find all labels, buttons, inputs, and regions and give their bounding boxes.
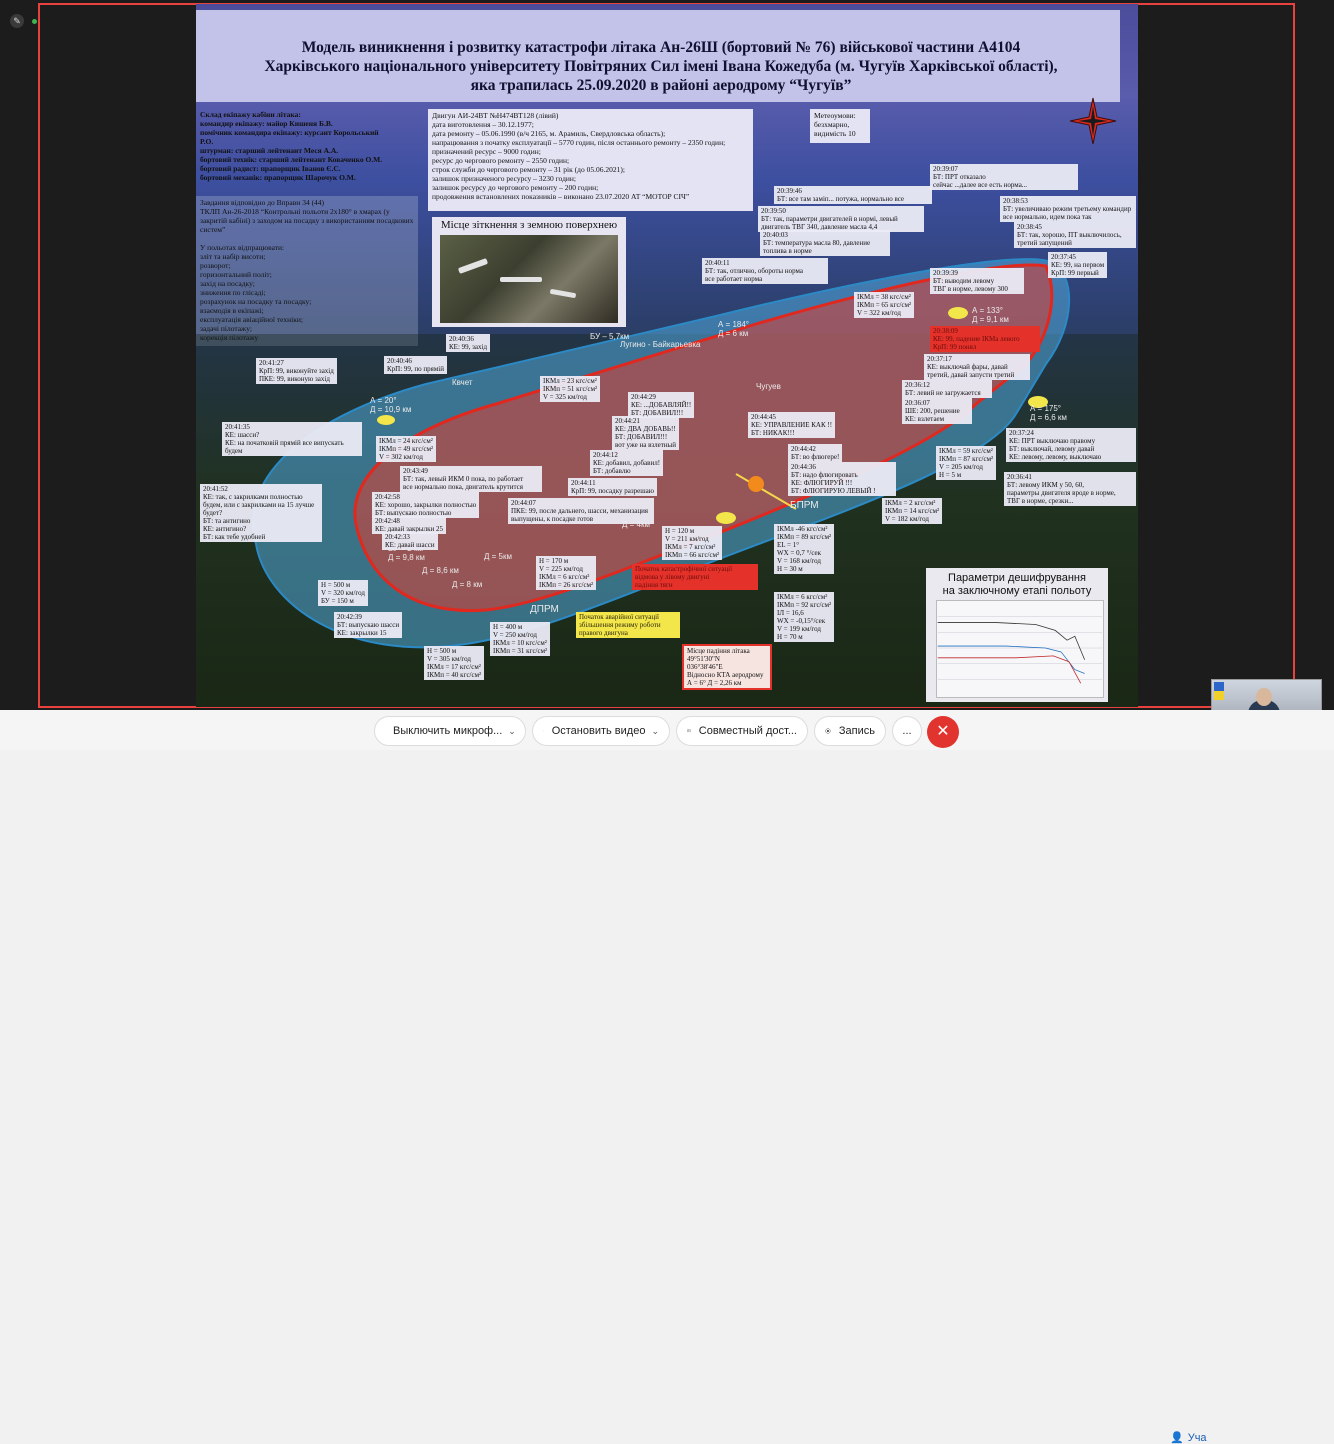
cvr-annotation: 20:42:33 КЕ: давай шасси [382, 532, 438, 550]
map-label-a175: А = 175° Д = 6,6 км [1030, 404, 1067, 422]
cvr-annotation: 20:43:49 БТ: так, левый ИКМ 0 пока, по р… [400, 466, 542, 492]
map-label-chuhuiv: Чугуев [756, 382, 781, 391]
cvr-annotation: 20:42:58 КЕ: хорошо, закрылки полностью … [372, 492, 479, 518]
flight-params: ІКМл -46 кгс/см² ІКМп = 89 кгс/см² EL = … [774, 524, 834, 574]
flight-params: ІКМл = 38 кгс/см² ІКМп = 65 кгс/см² V = … [854, 292, 914, 318]
flight-params: Н = 120 м V = 211 км/год ІКМл = 7 кгс/см… [662, 526, 722, 560]
participants-label: Уча [1188, 1432, 1207, 1444]
chevron-down-icon[interactable]: ⌄ [508, 726, 516, 737]
cvr-annotation: 20:44:42 БТ: во флюгере! [788, 444, 842, 462]
close-icon: ✕ [936, 723, 949, 740]
cvr-annotation: 20:44:12 КЕ: добавил, добавил! БТ: добав… [590, 450, 663, 476]
cvr-annotation: 20:38:45 БТ: так, хорошо, ПТ выключилось… [1014, 222, 1136, 248]
cvr-annotation: 20:40:03 БТ: температура масла 80, давле… [760, 230, 890, 256]
cvr-annotation: 20:39:07 БТ: ПРТ отказало сейчас ...дале… [930, 164, 1078, 190]
cvr-annotation: 20:44:36 БТ: надо флюгировать КЕ: ФЛЮГИР… [788, 462, 896, 496]
presenter-head [1256, 688, 1272, 706]
more-options-label: ... [902, 725, 911, 737]
connection-status-dot [32, 19, 37, 24]
map-label-bu: БУ – 5,7км [590, 332, 629, 341]
flight-params: ІКМл = 24 кгс/см² ІКМп = 49 кгс/см² V = … [376, 436, 436, 462]
cvr-annotation: 20:44:45 КЕ: УПРАВЛЕНИЕ КАК !! БТ: НИКАК… [748, 412, 835, 438]
microphone-button[interactable]: Выключить микроф... ⌄ [374, 716, 526, 746]
pen-icon[interactable]: ✎ [10, 14, 24, 28]
flight-params: ІКМл = 23 кгс/см² ІКМп = 51 кгс/см² V = … [540, 376, 600, 402]
left-engine-torque-drop-label: 20:38:09 КЕ: 99, падение ІКМа левого КрП… [930, 326, 1040, 352]
cvr-annotation: 20:40:46 КрП: 99, по прямій [384, 356, 447, 374]
share-screen-icon [687, 724, 691, 738]
record-label: Запись [839, 725, 875, 737]
flight-params: Н = 400 м V = 250 км/год ІКМл = 10 кгс/с… [490, 622, 550, 656]
decoding-params-title: Параметри дешифрування на заключному ета… [926, 572, 1108, 598]
crash-site-marker [748, 476, 764, 492]
flight-params: Н = 500 м V = 305 км/год ІКМл = 17 кгс/с… [424, 646, 484, 680]
map-label-a133: А = 133° Д = 9,1 км [972, 306, 1009, 324]
share-screen-button[interactable]: Совместный дост... [676, 716, 808, 746]
video-label: Остановить видео [552, 725, 646, 737]
cvr-annotation: 20:36:07 ШЕ: 200, решение КЕ: взлетаем [902, 398, 972, 424]
flight-params: ІКМл = 2 кгс/см² ІКМп = 14 кгс/см² V = 1… [882, 498, 942, 524]
meeting-stage: ✎ Модель виникнення і розвитку катастроф… [0, 0, 1334, 710]
map-label-d5: Д = 5км [484, 552, 512, 561]
decoding-params-panel: Параметри дешифрування на заключному ета… [926, 568, 1108, 702]
cvr-annotation: 20:39:39 БТ: выводим левому ТВГ в норме,… [930, 268, 1024, 294]
shared-slide: Модель виникнення і розвитку катастрофи … [196, 4, 1138, 707]
cvr-annotation: 20:41:52 КЕ: так, с закрилками полностью… [200, 484, 322, 542]
waypoint-marker [716, 512, 736, 524]
participants-button[interactable]: 👤 Уча [1170, 1431, 1207, 1444]
record-icon [825, 724, 831, 738]
map-label-dprm: ДПРМ [530, 604, 559, 615]
cvr-annotation: 20:44:11 КрП: 99, посадку разрешаю [568, 478, 657, 496]
camera-icon [543, 724, 544, 738]
waypoint-marker [948, 307, 968, 319]
cvr-annotation: 20:42:39 БТ: выпускаю шасси КЕ: закрылки… [334, 612, 402, 638]
waypoint-marker [377, 415, 395, 425]
end-call-button[interactable]: ✕ [927, 716, 959, 748]
map-label-luhyno: Лугино - Байкарьевка [620, 340, 700, 349]
participants-icon: 👤 [1170, 1432, 1184, 1444]
trace-line [938, 646, 1085, 673]
flag-icon [1214, 682, 1224, 700]
map-label-kvitchet: Квчет [452, 378, 473, 387]
map-label-d86: Д = 8,6 км [422, 566, 459, 575]
flight-params: ІКМл = 59 кгс/см² ІКМп = 87 кгс/см² V = … [936, 446, 996, 480]
decoding-params-chart [936, 600, 1104, 698]
cvr-annotation: 20:39:50 БТ: так, параметри двигателей в… [758, 206, 924, 232]
flight-params: Н = 170 м V = 225 км/год ІКМл = 6 кгс/см… [536, 556, 596, 590]
map-label-a184: А = 184° Д = 6 км [718, 320, 749, 338]
cvr-annotation: 20:37:17 КЕ: выключай фары, давай третий… [924, 354, 1030, 380]
flight-params: Н = 500 м V = 320 км/год БУ = 150 м [318, 580, 368, 606]
cvr-annotation: 20:40:36 КЕ: 99, захід [446, 334, 490, 352]
cvr-annotation: 20:38:53 БТ: увеличиваю режим третьему к… [1000, 196, 1136, 222]
map-label-a20: А = 20° Д = 10,9 км [370, 396, 411, 414]
cvr-annotation: 20:41:27 КрП: 99, виконуйте захід ПКЕ: 9… [256, 358, 337, 384]
more-options-button[interactable]: ... [892, 716, 922, 746]
cvr-annotation: 20:44:07 ПКЕ: 99, после дальнего, шасси,… [508, 498, 654, 524]
cvr-annotation: 20:36:12 БТ: левий не загружается [902, 380, 992, 398]
cvr-annotation: 20:37:24 КЕ: ПРТ выключаю правому БТ: вы… [1006, 428, 1136, 462]
microphone-label: Выключить микроф... [393, 725, 502, 737]
video-button[interactable]: Остановить видео ⌄ [532, 716, 670, 746]
share-screen-label: Совместный дост... [699, 725, 797, 737]
record-button[interactable]: Запись [814, 716, 886, 746]
cvr-annotation: 20:44:29 КЕ: ...ДОБАВЛЯЙ!! БТ: ДОБАВИЛ!!… [628, 392, 694, 418]
cvr-annotation: 20:40:11 БТ: так, отлично, обороты норма… [702, 258, 828, 284]
cvr-annotation: 20:36:41 БТ: левому ИКМ у 50, 60, параме… [1004, 472, 1136, 506]
cvr-annotation: 20:37:45 КЕ: 99, на первом КрП: 99 первы… [1048, 252, 1107, 278]
cvr-annotation: 20:41:35 КЕ: шасси? КЕ: на початковій пр… [222, 422, 362, 456]
chevron-down-icon[interactable]: ⌄ [651, 726, 659, 737]
emergency-situation-label: Початок аварійної ситуації збільшення ре… [576, 612, 680, 638]
cvr-annotation: 20:39:46 БТ: все там заміп... потужа, но… [774, 186, 932, 204]
crash-location-label: Місце падіння літака 49°51'30"N 036°38'4… [682, 644, 772, 690]
cvr-annotation: 20:44:21 КЕ: ДВА ДОБАВЬ!! БТ: ДОБАВИЛ!!!… [612, 416, 679, 450]
map-label-bprm: БПРМ [790, 500, 819, 511]
map-label-d8: Д = 8 км [452, 580, 482, 589]
meeting-toolbar: Выключить микроф... ⌄ Остановить видео ⌄… [0, 710, 1334, 750]
flight-params: ІКМл = 6 кгс/см² ІКМп = 92 кгс/см² ІЛ = … [774, 592, 834, 642]
catastrophic-situation-label: Початок катастрофічної ситуації відмова … [632, 564, 758, 590]
